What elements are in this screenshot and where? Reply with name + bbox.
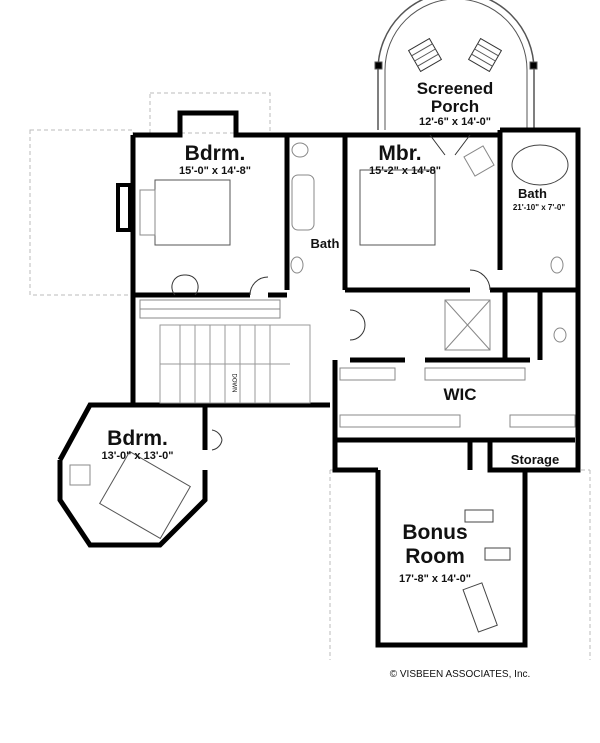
porch-size: 12'-6" x 14'-0" xyxy=(419,116,491,128)
interior-lines xyxy=(69,142,576,633)
toilet-icon xyxy=(291,142,309,158)
toilet-icon xyxy=(550,256,564,274)
doors xyxy=(171,134,491,451)
upper-bedroom-size: 15'-0" x 14'-8" xyxy=(179,165,251,177)
porch-name-line2: Porch xyxy=(430,97,480,116)
bed-icon xyxy=(99,450,191,540)
stairs xyxy=(159,324,311,404)
master-bath-name: Bath xyxy=(518,186,547,201)
copyright-notice: © VISBEEN ASSOCIATES, Inc. xyxy=(389,669,531,680)
porch-name-line1: Screened xyxy=(416,79,494,98)
bonus-room-size: 17'-8" x 14'-0" xyxy=(399,573,471,585)
exercise-equipment-icon xyxy=(462,509,511,633)
stairs-down-label: DOWN xyxy=(230,373,237,393)
bath-name: Bath xyxy=(310,236,340,251)
tub-icon xyxy=(511,144,569,186)
master-bedroom-size: 15'-2" x 14'-8" xyxy=(369,165,441,177)
master-bedroom-name: Mbr. xyxy=(378,142,422,165)
bonus-room-name-line1: Bonus xyxy=(402,521,468,544)
bathtub-icon xyxy=(291,174,315,231)
chair-icon xyxy=(463,145,495,177)
lower-bedroom-size: 13'-0" x 13'-0" xyxy=(101,450,174,462)
sink-icon xyxy=(290,256,304,274)
bed-icon xyxy=(139,179,231,246)
chair-icon xyxy=(467,37,503,73)
bed-icon xyxy=(359,169,436,246)
walls xyxy=(57,110,581,648)
shower-icon xyxy=(444,299,491,351)
screened-porch xyxy=(374,0,538,130)
sink-icon xyxy=(553,327,567,343)
upper-bedroom-name: Bdrm. xyxy=(184,142,246,165)
chair-icon xyxy=(69,464,91,486)
chair-icon xyxy=(407,37,443,73)
lower-bedroom-name: Bdrm. xyxy=(107,427,168,450)
bonus-room-name-line2: Room xyxy=(405,545,465,568)
storage-name: Storage xyxy=(510,452,560,467)
wic-name: WIC xyxy=(443,385,477,404)
master-bath-size: 21'-10" x 7'-0" xyxy=(512,203,566,212)
